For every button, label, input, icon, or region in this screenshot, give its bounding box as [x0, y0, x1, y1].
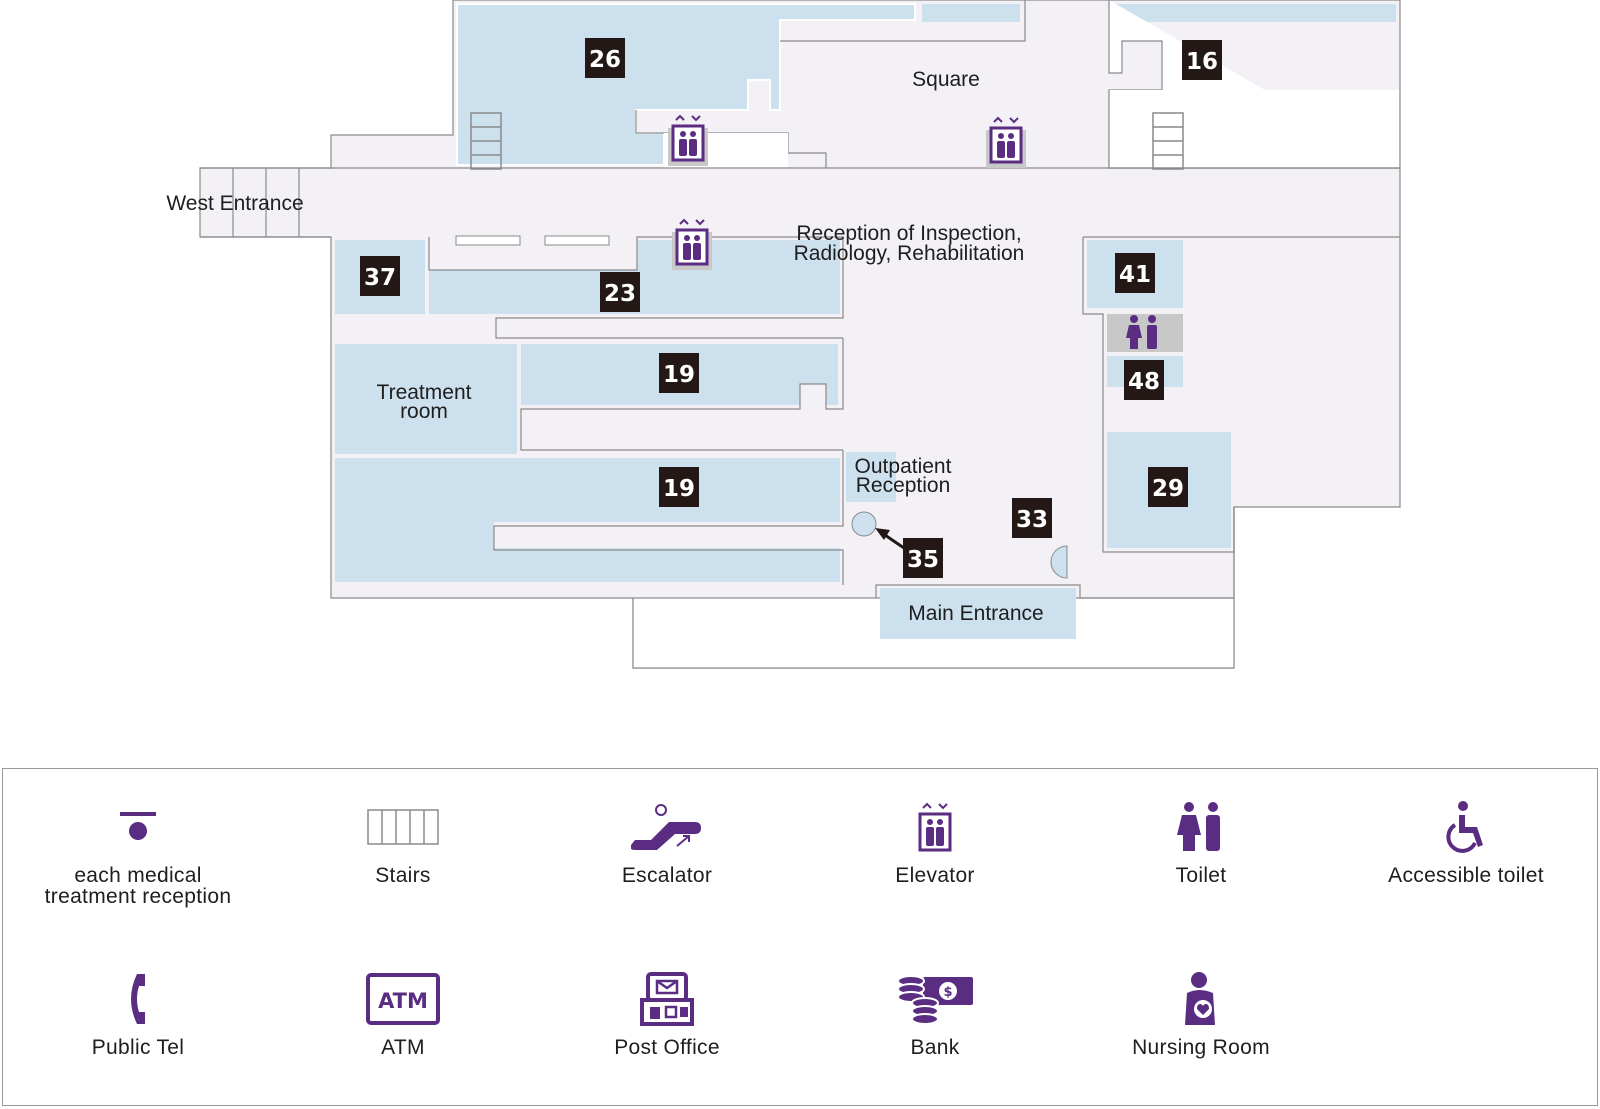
reception-35-marker [851, 511, 877, 537]
toilet-icon [1126, 315, 1157, 349]
toilet-icon [1177, 802, 1220, 851]
room-23-wall [428, 236, 844, 339]
elevator-icon [918, 802, 952, 852]
counter-2 [544, 235, 610, 246]
counter-1 [455, 235, 521, 246]
room-19-lower [335, 458, 840, 582]
legend-label: Post Office [614, 1036, 720, 1059]
svg-text:23: 23 [604, 281, 636, 307]
svg-text:19: 19 [663, 362, 695, 388]
svg-text:35: 35 [907, 547, 939, 573]
legend-item-atm: ATM ATM [283, 969, 523, 1058]
west-entrance-steps [200, 167, 331, 238]
treatment-room-label-line2: room [400, 400, 448, 423]
outpatient-reception-box [846, 452, 896, 502]
stairs-icon [367, 809, 439, 845]
legend-item-escalator: Escalator [547, 797, 787, 886]
legend-item-toilet: Toilet [1081, 797, 1321, 886]
room-top-strip [922, 4, 1020, 22]
atm-icon: ATM [366, 973, 440, 1025]
badge-19-upper[interactable]: 19 [659, 353, 699, 393]
treatment-room-label-line1: Treatment [377, 381, 472, 404]
legend-label: Accessible toilet [1388, 864, 1544, 887]
svg-text:$: $ [943, 985, 952, 1000]
reception-label-line2: Radiology, Rehabilitation [794, 242, 1025, 265]
nursing-room-icon [1185, 972, 1215, 1025]
legend-item-elevator: Elevator [815, 797, 1055, 886]
escalator-icon [631, 804, 701, 850]
svg-text:33: 33 [1016, 507, 1048, 533]
badge-35[interactable]: 35 [903, 538, 943, 578]
arrow-head-icon [875, 528, 890, 540]
svg-text:37: 37 [364, 265, 396, 291]
badge-33[interactable]: 33 [1012, 498, 1052, 538]
atm-icon-text: ATM [378, 989, 428, 1013]
reception-label-line1: Reception of Inspection, [796, 222, 1021, 245]
bank-icon: $ [897, 975, 973, 1025]
toilet-room [1107, 314, 1183, 352]
floor-map: West Entrance Square Reception of Inspec… [166, 0, 1401, 669]
badge-29[interactable]: 29 [1148, 467, 1188, 507]
svg-text:48: 48 [1128, 369, 1160, 395]
badge-48[interactable]: 48 [1124, 360, 1164, 400]
legend-label: Public Tel [91, 1036, 185, 1059]
svg-text:29: 29 [1152, 476, 1184, 502]
legend-label: Elevator [895, 864, 975, 887]
treatment-room [335, 344, 517, 454]
svg-text:19: 19 [663, 476, 695, 502]
badge-41[interactable]: 41 [1115, 253, 1155, 293]
room-19-lower-wall [493, 450, 844, 585]
legend-label: Bank [910, 1036, 960, 1059]
public-tel-icon [131, 974, 145, 1024]
badge-16[interactable]: 16 [1182, 40, 1222, 80]
svg-text:41: 41 [1119, 262, 1151, 288]
west-entrance-label: West Entrance [166, 192, 303, 215]
legend-label: Toilet [1175, 864, 1227, 887]
reception-33-marker [1050, 545, 1068, 579]
legend-item-accessible-toilet: Accessible toilet [1346, 797, 1586, 886]
legend-item-public-tel: Public Tel [18, 969, 258, 1058]
legend-item-medical-reception: each medical treatment reception [18, 797, 258, 907]
accessible-toilet-icon [1446, 801, 1483, 853]
medical-reception-icon [120, 812, 156, 840]
legend-item-bank: $ Bank [815, 969, 1055, 1058]
square-wall [780, 0, 1026, 42]
legend-label: Nursing Room [1132, 1036, 1270, 1059]
badge-19-lower[interactable]: 19 [659, 467, 699, 507]
legend-item-stairs: Stairs [283, 797, 523, 886]
legend-item-nursing-room: Nursing Room [1081, 969, 1321, 1058]
post-office-icon [640, 972, 694, 1026]
svg-text:26: 26 [589, 47, 621, 73]
room-19-wall [520, 338, 844, 451]
legend-label: each medical treatment reception [44, 864, 232, 908]
legend-label: Stairs [375, 864, 431, 887]
badge-37[interactable]: 37 [360, 256, 400, 296]
legend-item-post-office: Post Office [547, 969, 787, 1058]
legend: each medical treatment reception Stairs … [2, 768, 1598, 1106]
outpatient-label-line2: Reception [856, 474, 951, 497]
lobby-wall [875, 507, 1235, 599]
main-entrance-label: Main Entrance [908, 602, 1043, 625]
room-top-right-strip [1112, 4, 1396, 22]
main-entrance [880, 588, 1076, 639]
legend-label: Escalator [621, 864, 713, 887]
outpatient-label-line1: Outpatient [855, 455, 952, 478]
square-label: Square [912, 68, 980, 91]
svg-text:16: 16 [1186, 49, 1218, 75]
badge-23[interactable]: 23 [600, 272, 640, 312]
legend-label: ATM [381, 1036, 425, 1059]
badge-26[interactable]: 26 [585, 38, 625, 78]
